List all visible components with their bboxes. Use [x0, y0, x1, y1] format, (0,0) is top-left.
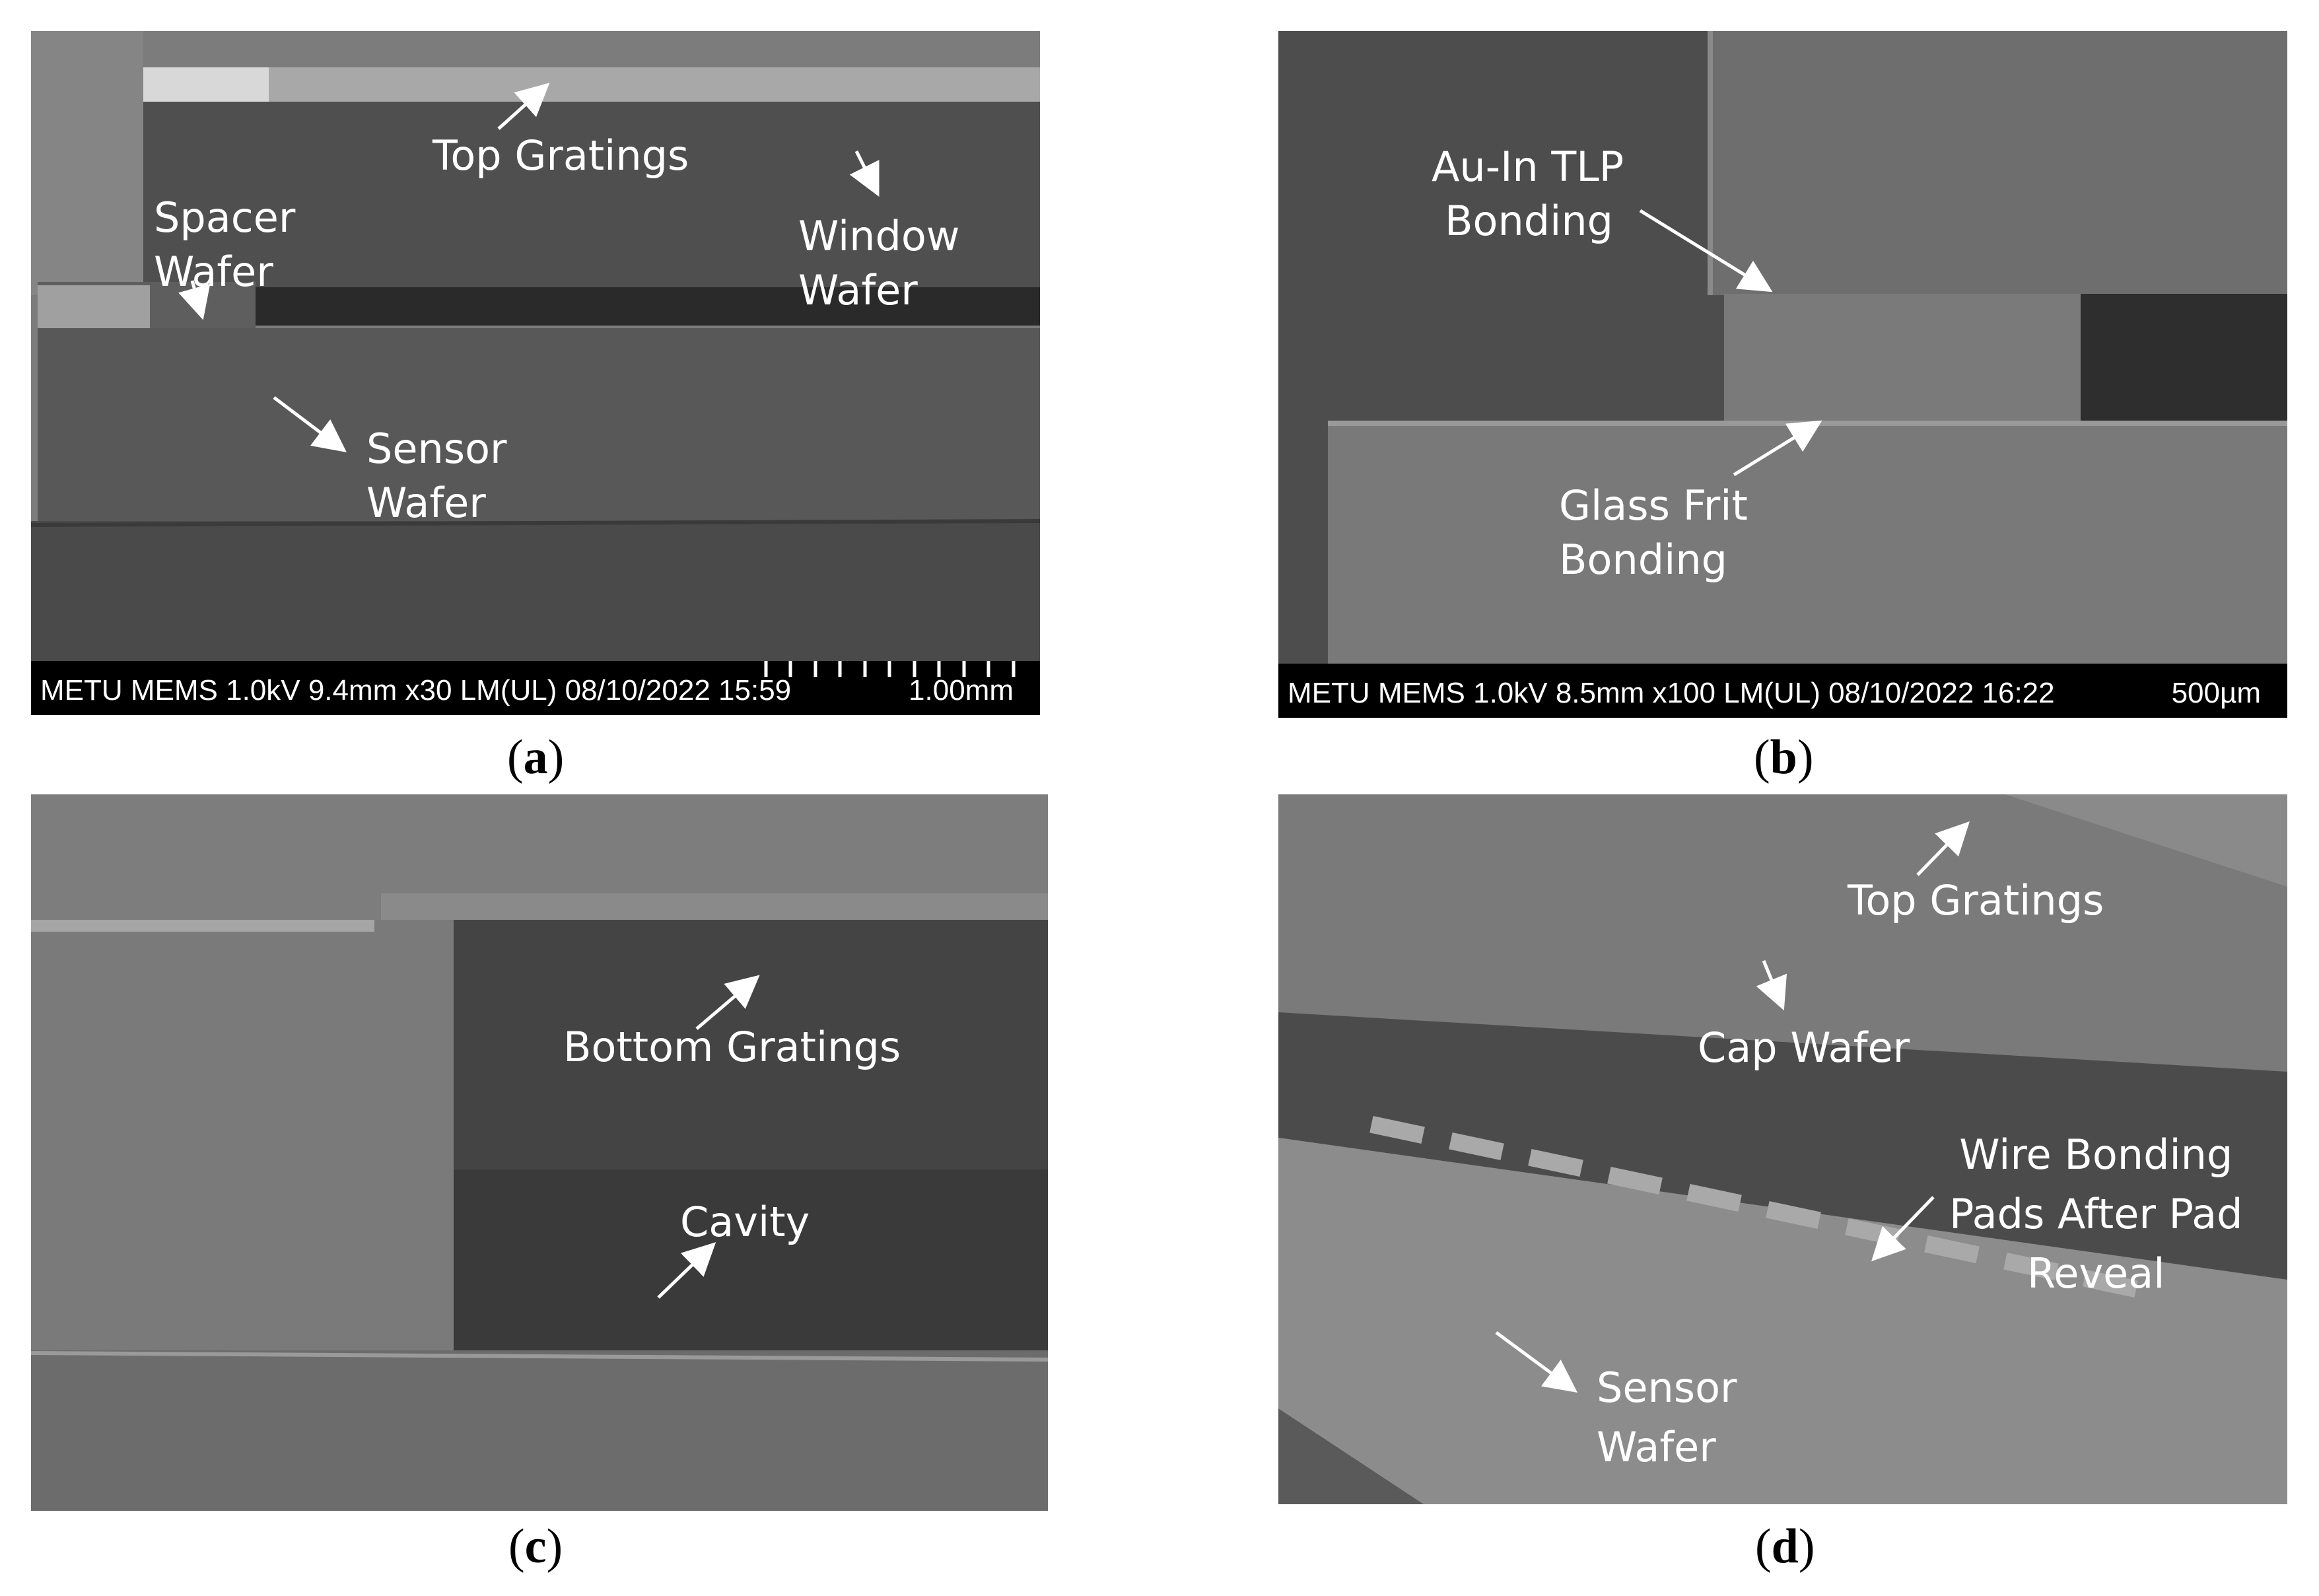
label-wire-bonding-line2: Pads After Pad	[1949, 1190, 2243, 1238]
scale-label-b: 500µm	[2171, 677, 2261, 709]
sem-info-a: METU MEMS 1.0kV 9.4mm x30 LM(UL) 08/10/2…	[40, 674, 792, 707]
sem-image-a-scene	[31, 31, 1040, 715]
label-au-in-line2: Bonding	[1445, 197, 1613, 245]
label-wire-bonding-line1: Wire Bonding	[1959, 1130, 2233, 1179]
sem-image-d-scene	[1278, 794, 2287, 1504]
label-sensor-wafer-line1: Sensor	[366, 425, 507, 473]
label-sensor-wafer-d: Sensor Wafer	[1597, 1361, 1737, 1475]
label-bottom-gratings: Bottom Gratings	[563, 1023, 901, 1071]
label-sensor-wafer-line2: Wafer	[366, 479, 486, 527]
label-glass-frit: Glass Frit Bonding	[1559, 479, 1748, 587]
caption-a-letter: a	[523, 730, 548, 784]
label-spacer-wafer-line1: Spacer	[154, 193, 296, 242]
sem-image-b: Au-In TLP Bonding Glass Frit Bonding MET…	[1278, 31, 2287, 718]
scale-ticks-a	[764, 661, 1016, 677]
label-window-wafer-line1: Window	[798, 212, 960, 260]
label-au-in-line1: Au-In TLP	[1432, 143, 1624, 191]
label-top-gratings-d: Top Gratings	[1848, 876, 2104, 924]
caption-b: (b)	[1754, 730, 1814, 784]
caption-a: (a)	[507, 730, 565, 784]
caption-b-letter: b	[1770, 730, 1797, 784]
sem-image-b-scene	[1278, 31, 2287, 718]
label-sensor-wafer-d-line1: Sensor	[1597, 1364, 1737, 1412]
sem-image-d: Top Gratings Cap Wafer Wire Bonding Pads…	[1278, 794, 2287, 1504]
label-cap-wafer: Cap Wafer	[1698, 1024, 1910, 1072]
label-top-gratings: Top Gratings	[433, 131, 689, 180]
sem-image-c-scene	[31, 794, 1048, 1511]
caption-d-letter: d	[1771, 1519, 1799, 1574]
label-wire-bonding-line3: Reveal	[2027, 1249, 2165, 1298]
label-window-wafer: Window Wafer	[798, 209, 959, 318]
sem-image-c: Bottom Gratings Cavity	[31, 794, 1048, 1511]
caption-c: (c)	[508, 1519, 563, 1574]
label-cavity: Cavity	[680, 1198, 810, 1246]
label-sensor-wafer: Sensor Wafer	[366, 422, 507, 530]
sem-info-bar-a: METU MEMS 1.0kV 9.4mm x30 LM(UL) 08/10/2…	[31, 661, 1040, 715]
caption-d: (d)	[1755, 1519, 1815, 1574]
label-window-wafer-line2: Wafer	[798, 266, 918, 314]
caption-c-letter: c	[524, 1519, 547, 1574]
sem-info-b: METU MEMS 1.0kV 8.5mm x100 LM(UL) 08/10/…	[1288, 677, 2055, 709]
sem-image-a: Top Gratings Spacer Wafer Window Wafer S…	[31, 31, 1040, 715]
label-spacer-wafer-line2: Wafer	[154, 248, 273, 296]
label-au-in-tlp: Au-In TLP Bonding	[1432, 140, 1624, 248]
label-wire-bonding: Wire Bonding Pads After Pad Reveal	[1949, 1128, 2243, 1301]
label-sensor-wafer-d-line2: Wafer	[1597, 1423, 1716, 1471]
scale-label-a: 1.00mm	[909, 674, 1014, 707]
sem-info-bar-b: METU MEMS 1.0kV 8.5mm x100 LM(UL) 08/10/…	[1278, 664, 2287, 718]
label-glass-frit-line1: Glass Frit	[1559, 481, 1748, 530]
label-glass-frit-line2: Bonding	[1559, 536, 1727, 584]
label-spacer-wafer: Spacer Wafer	[154, 191, 295, 299]
